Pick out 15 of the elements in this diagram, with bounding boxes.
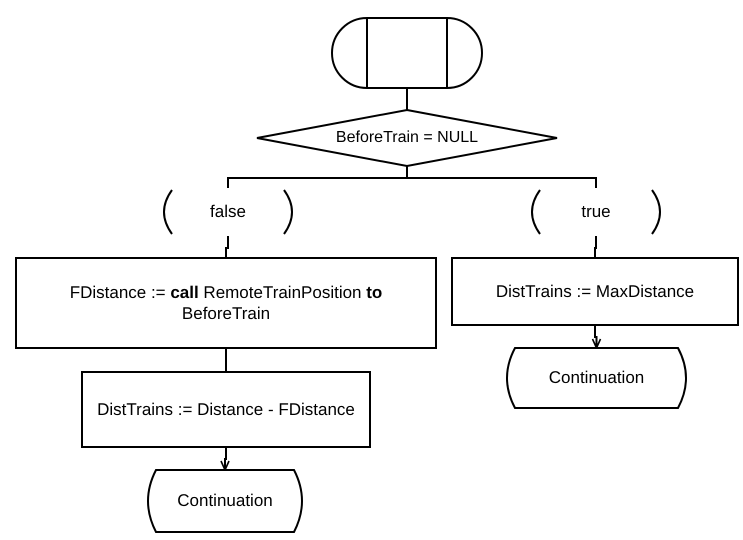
task-text: DistTrains := Distance - FDistance: [97, 398, 355, 420]
connector-line: [406, 166, 597, 188]
arrow: [592, 325, 602, 349]
task-text: DistTrains := MaxDistance: [496, 280, 694, 302]
task-text: FDistance := call RemoteTrainPosition to BeforeTrain: [68, 282, 384, 324]
connector-line: [594, 236, 597, 258]
connector-line: [406, 88, 408, 110]
condition-text: BeforeTrain = NULL: [336, 128, 478, 148]
connector-line: [225, 236, 229, 258]
answer-text: true: [581, 201, 611, 223]
continuation-text: Continuation: [177, 490, 273, 512]
connector-line: [225, 348, 227, 372]
continuation-text: Continuation: [548, 367, 644, 389]
arrow: [220, 447, 230, 471]
answer-text: false: [210, 201, 246, 223]
